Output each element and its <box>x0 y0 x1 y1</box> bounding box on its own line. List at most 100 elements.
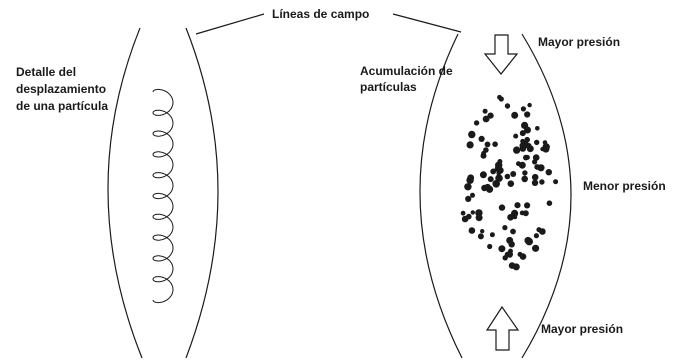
particle <box>489 232 495 238</box>
particle <box>542 145 550 153</box>
particle-helix-path <box>152 88 174 304</box>
particle <box>480 152 487 159</box>
particle <box>525 237 533 246</box>
left-field-line-outer <box>107 27 143 359</box>
particle <box>517 251 523 257</box>
particle <box>498 245 506 253</box>
particle <box>513 133 519 139</box>
particle <box>460 210 466 216</box>
particle <box>487 176 494 183</box>
higher-pressure-bottom-label: Mayor presión <box>541 322 623 336</box>
particle-detail-label-line-2: desplazamiento <box>16 82 106 96</box>
particle <box>465 195 472 202</box>
particle <box>497 159 503 164</box>
particle <box>475 214 483 222</box>
particle <box>520 106 527 112</box>
particle <box>468 130 476 139</box>
particle-detail-label-line-3: de una partícula <box>16 99 108 113</box>
particle <box>534 139 540 146</box>
particle <box>479 171 487 179</box>
particle <box>522 170 528 176</box>
particle <box>524 202 531 209</box>
particle <box>535 126 540 131</box>
particle <box>482 115 490 123</box>
particle <box>532 159 538 165</box>
particle <box>537 164 545 172</box>
lower-pressure-label: Menor presión <box>583 179 666 193</box>
particle <box>512 214 518 220</box>
particle <box>533 233 540 239</box>
particle <box>504 173 511 180</box>
particle <box>546 200 553 206</box>
particle-detail-label-line-1: Detalle del <box>16 65 76 79</box>
particle <box>511 111 519 119</box>
particle <box>498 204 506 211</box>
particle <box>468 227 476 234</box>
particle <box>513 146 521 154</box>
particle <box>520 138 525 144</box>
particle <box>480 229 485 234</box>
particle <box>473 120 480 126</box>
particle <box>502 225 508 231</box>
particle <box>510 171 517 177</box>
particle <box>497 94 502 100</box>
particle <box>539 179 545 185</box>
particle <box>492 141 498 147</box>
particle <box>516 161 521 167</box>
particle <box>510 228 516 235</box>
particle <box>519 210 525 216</box>
particle <box>477 233 484 240</box>
particle <box>524 111 531 118</box>
particle <box>532 244 540 252</box>
particle <box>504 251 511 258</box>
left-field-line-inner <box>185 27 219 359</box>
particle <box>504 103 511 109</box>
field-lines-leader-left <box>195 13 265 35</box>
right-field-line-inner <box>521 33 572 359</box>
particle <box>484 183 491 191</box>
particle <box>466 141 474 149</box>
particle-cloud <box>460 94 559 271</box>
particle <box>512 263 520 271</box>
particle <box>519 130 526 137</box>
particle <box>524 126 531 134</box>
arrow-up-icon <box>485 305 520 351</box>
particle <box>531 173 539 181</box>
particle <box>524 154 530 160</box>
particle <box>466 176 474 184</box>
particle <box>532 154 540 161</box>
particle <box>545 169 552 176</box>
particle <box>483 147 489 153</box>
particle <box>478 135 485 142</box>
particle <box>470 210 475 215</box>
right-field-line-outer <box>419 33 463 359</box>
particle <box>531 179 539 186</box>
particle <box>527 102 532 108</box>
particle <box>490 168 497 175</box>
higher-pressure-top-label: Mayor presión <box>538 35 620 49</box>
field-lines-leader-right <box>392 13 462 33</box>
particle <box>507 180 515 187</box>
particle <box>507 214 514 221</box>
accumulation-label-line-1: Acumulación de <box>360 64 453 78</box>
particle <box>492 180 501 188</box>
particle <box>484 141 491 148</box>
accumulation-label-line-2: partículas <box>360 80 417 94</box>
particle <box>498 167 503 173</box>
field-lines-label: Líneas de campo <box>272 7 369 21</box>
particle <box>519 142 527 150</box>
particle <box>521 175 528 183</box>
particle <box>487 112 494 119</box>
particle <box>495 174 503 182</box>
particle <box>464 183 472 191</box>
particle <box>514 202 521 209</box>
particle <box>470 192 475 198</box>
particle <box>536 227 542 233</box>
arrow-down-icon <box>483 34 519 75</box>
particle <box>482 108 488 114</box>
particle <box>553 179 559 185</box>
particle <box>524 136 530 143</box>
particle <box>526 143 532 149</box>
